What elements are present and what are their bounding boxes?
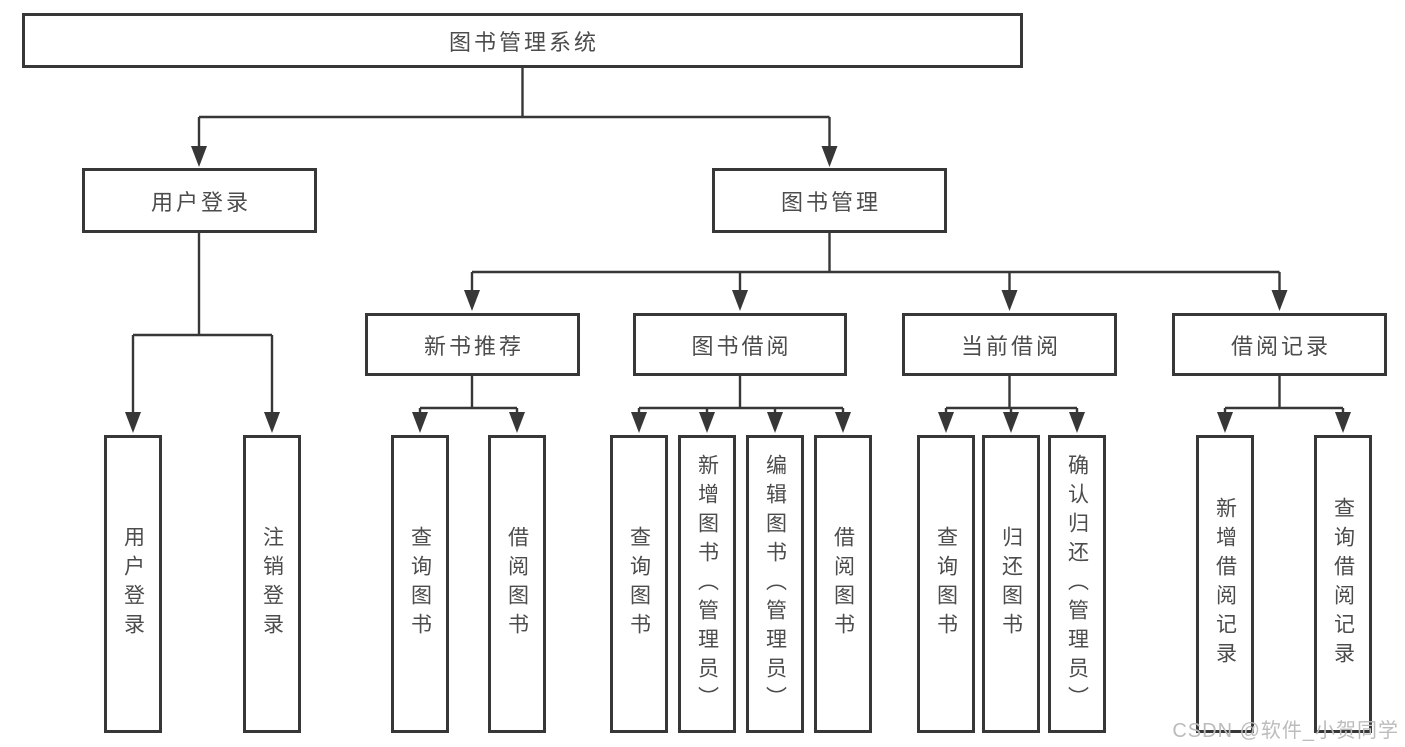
leaf-confirm-return-admin: 确认归还（管理员）	[1048, 435, 1106, 733]
leaf-logout: 注销登录	[243, 435, 301, 733]
leaf-query-books-borrow: 查询图书	[610, 435, 668, 733]
node-new-book-recommend: 新书推荐	[365, 313, 580, 376]
arrow-down-icon	[1069, 412, 1085, 433]
arrow-down-icon	[1271, 290, 1288, 311]
node-user-login: 用户登录	[82, 168, 317, 233]
node-label: 图书管理系统	[448, 29, 599, 55]
arrow-down-icon	[1003, 412, 1019, 433]
node-label: 图书管理	[780, 189, 881, 215]
node-label: 查询借阅记录	[1331, 497, 1355, 671]
node-current-borrow: 当前借阅	[902, 313, 1117, 376]
leaf-add-borrow-record: 新增借阅记录	[1196, 435, 1254, 733]
arrow-down-icon	[464, 290, 480, 311]
node-label: 图书借阅	[691, 333, 792, 359]
arrow-down-icon	[732, 290, 748, 311]
arrow-down-icon	[191, 146, 207, 167]
node-label: 查询图书	[408, 526, 432, 642]
node-book-borrow: 图书借阅	[633, 313, 847, 376]
arrow-down-icon	[631, 412, 647, 433]
arrow-down-icon	[767, 412, 783, 433]
leaf-borrow-books-recommend: 借阅图书	[488, 435, 546, 733]
arrow-down-icon	[509, 412, 525, 433]
node-label: 查询图书	[934, 526, 958, 642]
node-borrow-records: 借阅记录	[1172, 313, 1387, 376]
node-label: 新书推荐	[423, 333, 524, 359]
node-label: 编辑图书（管理员）	[763, 453, 787, 715]
node-label: 新增借阅记录	[1213, 497, 1237, 671]
leaf-query-borrow-record: 查询借阅记录	[1314, 435, 1372, 733]
node-label: 用户登录	[121, 526, 145, 642]
leaf-borrow-books: 借阅图书	[814, 435, 872, 733]
node-label: 新增图书（管理员）	[695, 453, 719, 715]
node-book-management: 图书管理	[712, 168, 947, 233]
node-label: 借阅图书	[831, 526, 855, 642]
node-label: 归还图书	[999, 526, 1023, 642]
leaf-query-books-current: 查询图书	[917, 435, 975, 733]
leaf-user-login: 用户登录	[104, 435, 162, 733]
arrow-down-icon	[821, 146, 838, 167]
leaf-return-books: 归还图书	[982, 435, 1040, 733]
node-label: 查询图书	[627, 526, 651, 642]
leaf-edit-books-admin: 编辑图书（管理员）	[746, 435, 804, 733]
arrow-down-icon	[938, 412, 954, 433]
leaf-query-books-recommend: 查询图书	[391, 435, 449, 733]
csdn-watermark: CSDN @软件_小贺同学	[1172, 720, 1399, 742]
node-label: 确认归还（管理员）	[1065, 453, 1089, 715]
arrow-down-icon	[835, 412, 851, 433]
arrow-down-icon	[125, 412, 141, 433]
arrow-down-icon	[699, 412, 715, 433]
leaf-add-books-admin: 新增图书（管理员）	[678, 435, 736, 733]
node-label: 借阅图书	[505, 526, 529, 642]
arrow-down-icon	[264, 412, 280, 433]
node-label: 用户登录	[150, 189, 251, 215]
node-label: 借阅记录	[1230, 333, 1331, 359]
arrow-down-icon	[1001, 290, 1018, 311]
arrow-down-icon	[1217, 412, 1233, 433]
node-root-system: 图书管理系统	[22, 13, 1023, 68]
node-label: 当前借阅	[960, 333, 1061, 359]
arrow-down-icon	[412, 412, 428, 433]
node-label: 注销登录	[260, 526, 284, 642]
arrow-down-icon	[1335, 412, 1351, 433]
